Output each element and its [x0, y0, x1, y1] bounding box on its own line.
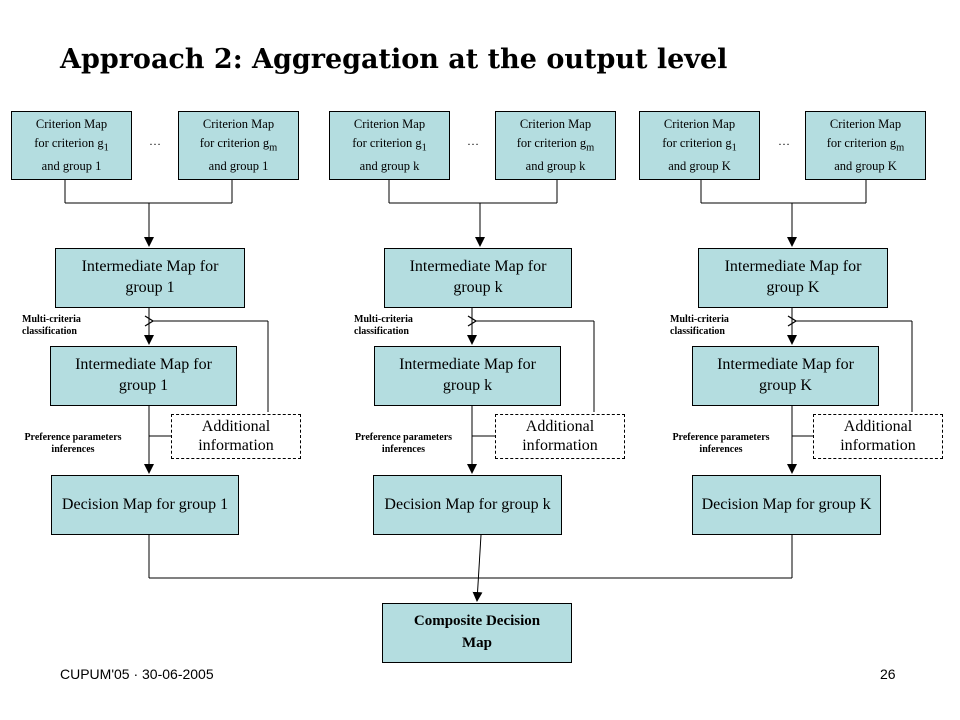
decision-map-group-k: Decision Map for group k: [373, 475, 562, 535]
criterion-map-label: Criterion Map: [829, 116, 902, 131]
ellipsis: …: [149, 134, 161, 148]
criterion-map-g1-group-k: Criterion Map for criterion g1 and group…: [329, 111, 450, 180]
criterion-label: for criterion g: [34, 136, 104, 151]
composite-decision-map: Composite Decision Map: [382, 603, 572, 663]
criterion-subscript: m: [586, 142, 595, 154]
group-label: and group k: [525, 158, 586, 173]
intermediate-map-group-k-bottom: Intermediate Map for group k: [374, 346, 561, 406]
intermediate-map-group-k-top: Intermediate Map for group k: [384, 248, 572, 308]
preference-parameters-label: Preference parameters inferences: [24, 432, 122, 455]
group-label: and group k: [359, 158, 420, 173]
criterion-label: for criterion g: [352, 136, 422, 151]
intermediate-map-group-1-bottom: Intermediate Map for group 1: [50, 346, 237, 406]
group-1-connectors: [64, 180, 269, 474]
preference-parameters-label: Preference parameters inferences: [672, 432, 770, 455]
group-label: and group 1: [41, 158, 102, 173]
ellipsis: …: [467, 134, 479, 148]
multi-criteria-classification-label: Multi-criteria classification: [22, 314, 81, 337]
group-K-connectors: [700, 180, 913, 474]
group-label: and group K: [834, 158, 897, 173]
criterion-map-gm-group-1: Criterion Map for criterion gm and group…: [178, 111, 299, 180]
criterion-subscript: m: [896, 142, 905, 154]
group-label: and group K: [668, 158, 731, 173]
criterion-subscript: m: [269, 142, 278, 154]
slide-number: 26: [880, 666, 896, 682]
criterion-map-label: Criterion Map: [35, 116, 108, 131]
criterion-map-g1-group-1: Criterion Map for criterion g1 and group…: [11, 111, 132, 180]
criterion-map-gm-group-K: Criterion Map for criterion gm and group…: [805, 111, 926, 180]
multi-criteria-classification-label: Multi-criteria classification: [354, 314, 413, 337]
criterion-label: for criterion g: [662, 136, 732, 151]
criterion-subscript: 1: [731, 142, 737, 154]
additional-information-group-K: Additional information: [813, 414, 943, 459]
additional-information-group-1: Additional information: [171, 414, 301, 459]
intermediate-map-group-K-bottom: Intermediate Map for group K: [692, 346, 879, 406]
criterion-subscript: 1: [103, 142, 109, 154]
footer-conference-date: CUPUM'05 · 30-06-2005: [60, 666, 214, 682]
multi-criteria-classification-label: Multi-criteria classification: [670, 314, 729, 337]
intermediate-map-group-1-top: Intermediate Map for group 1: [55, 248, 245, 308]
group-k-connectors: [388, 180, 595, 474]
criterion-map-label: Criterion Map: [519, 116, 592, 131]
slide-title: Approach 2: Aggregation at the output le…: [60, 44, 728, 75]
criterion-label: for criterion g: [826, 136, 897, 151]
criterion-map-label: Criterion Map: [353, 116, 426, 131]
criterion-map-label: Criterion Map: [663, 116, 736, 131]
criterion-map-label: Criterion Map: [202, 116, 275, 131]
decision-map-group-K: Decision Map for group K: [692, 475, 881, 535]
criterion-subscript: 1: [421, 142, 427, 154]
preference-parameters-label: Preference parameters inferences: [354, 432, 453, 455]
decision-map-group-1: Decision Map for group 1: [51, 475, 239, 535]
criterion-map-gm-group-k: Criterion Map for criterion gm and group…: [495, 111, 616, 180]
group-label: and group 1: [208, 158, 269, 173]
ellipsis: …: [778, 134, 790, 148]
composite-line-1: Composite Decision: [413, 613, 541, 630]
criterion-map-g1-group-K: Criterion Map for criterion g1 and group…: [639, 111, 760, 180]
composite-line-2: Map: [462, 635, 492, 651]
aggregation-connectors: [148, 534, 793, 602]
intermediate-map-group-K-top: Intermediate Map for group K: [698, 248, 888, 308]
criterion-label: for criterion g: [516, 136, 587, 151]
criterion-label: for criterion g: [199, 136, 270, 151]
additional-information-group-k: Additional information: [495, 414, 625, 459]
